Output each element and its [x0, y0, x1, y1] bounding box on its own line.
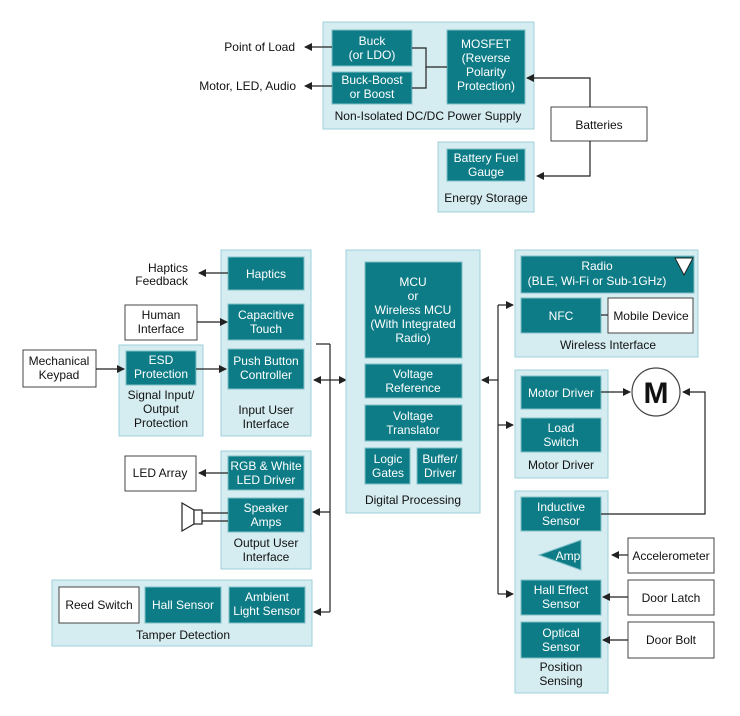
motor-symbol-label: M [644, 377, 669, 410]
accelerometer-box [627, 537, 715, 574]
hall-effect-block [520, 579, 602, 616]
buck-block [331, 29, 413, 67]
rgb-led-driver-block [227, 455, 305, 491]
tamper-title: Tamper Detection [136, 628, 230, 642]
reed-switch-label: Reed Switch [65, 598, 132, 612]
batteries-label: Batteries [575, 118, 622, 132]
power-supply-title: Non-Isolated DC/DC Power Supply [335, 109, 522, 123]
antenna-icon [674, 257, 694, 277]
buck-to-mosfet-line [412, 47, 447, 68]
human-interface-box [124, 304, 198, 341]
accelerometer-label: Accelerometer [632, 549, 709, 563]
inductive-to-motor-arrow [601, 388, 706, 515]
haptics-label: Haptics [246, 267, 286, 281]
nfc-label: NFC [549, 309, 574, 323]
buffer-driver-block [416, 447, 463, 485]
batteries-box [550, 106, 648, 142]
hall-sensor-label: Hall Sensor [152, 598, 214, 612]
reed-switch-box [58, 586, 140, 624]
mosfet-block [446, 29, 526, 105]
mcu-block [364, 261, 463, 359]
door-latch-label: Door Latch [642, 591, 701, 605]
voltage-reference-block [364, 363, 463, 399]
radio-block [520, 255, 695, 294]
digital-processing-title: Digital Processing [365, 493, 461, 507]
esd-protection-block [125, 350, 197, 386]
point-of-load-label: Point of Load [224, 40, 295, 54]
hall-sensor-block [144, 586, 222, 624]
ambient-light-block [228, 586, 306, 624]
nfc-block [520, 297, 602, 334]
speaker-amps-block [227, 497, 305, 533]
voltage-translator-block [364, 404, 463, 442]
capacitive-touch-block [227, 303, 305, 341]
door-bolt-box [627, 621, 715, 659]
logic-gates-block [364, 447, 411, 485]
motor-led-audio-label: Motor, LED, Audio [199, 79, 296, 93]
amp-icon [537, 539, 582, 571]
motor-icon [631, 367, 681, 417]
buckboost-to-mosfet-line [412, 67, 427, 89]
radio-label: Radio(BLE, Wi-Fi or Sub-1GHz) [528, 259, 667, 288]
fuel-gauge-block [446, 148, 526, 182]
door-bolt-label: Door Bolt [646, 633, 697, 647]
inductive-sensor-block [520, 496, 602, 532]
haptics-block [227, 256, 305, 291]
buck-label: Buck(or LDO) [349, 34, 396, 62]
motor-driver-block [520, 375, 602, 410]
mechanical-keypad-box [22, 349, 97, 388]
amp-label: Amp [556, 549, 581, 563]
batteries-to-fuel-gauge-arrow [536, 141, 591, 180]
batteries-to-mosfet-arrow [526, 74, 591, 107]
mobile-device-box [607, 297, 694, 334]
door-latch-box [627, 579, 715, 616]
motor-driver-label: Motor Driver [528, 386, 594, 400]
push-button-block [227, 348, 305, 390]
buffer-driver-label: Buffer/Driver [422, 452, 458, 480]
speaker-icon [181, 501, 203, 533]
mobile-device-label: Mobile Device [613, 309, 689, 323]
motor-driver-title: Motor Driver [528, 458, 594, 472]
wireless-title: Wireless Interface [560, 338, 656, 352]
optical-sensor-block [520, 621, 602, 659]
energy-storage-title: Energy Storage [444, 191, 528, 205]
load-switch-block [520, 417, 602, 453]
led-array-box [124, 455, 197, 492]
led-array-label: LED Array [133, 466, 188, 480]
buck-boost-block [331, 71, 413, 105]
